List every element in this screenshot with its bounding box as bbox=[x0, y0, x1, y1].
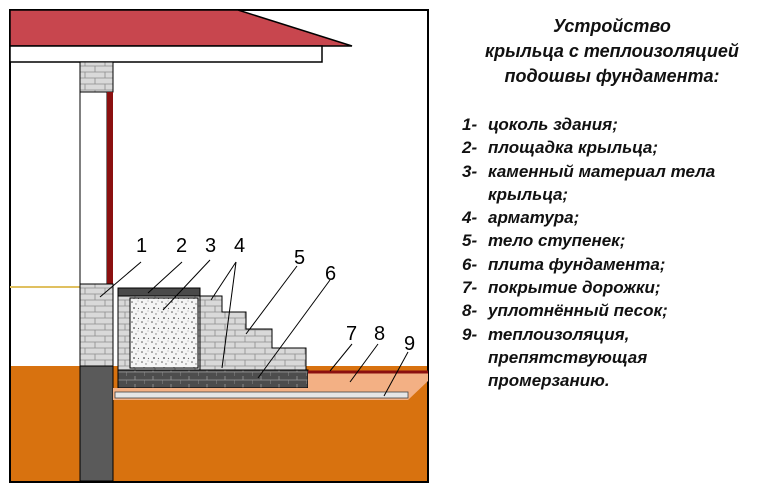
item-number: 6- bbox=[462, 254, 478, 274]
callout-5: 5 bbox=[294, 247, 305, 269]
legend-item: 2- площадка крыльца; bbox=[462, 136, 772, 159]
porch-fill bbox=[129, 297, 199, 369]
column bbox=[79, 91, 108, 285]
item-text: плита фундамента; bbox=[488, 254, 666, 274]
plinth bbox=[79, 283, 114, 367]
legend-item: 4- арматура; bbox=[462, 206, 772, 229]
legend-item: 5- тело ступенек; bbox=[462, 229, 772, 252]
column-top bbox=[79, 61, 114, 93]
title-line: Устройство bbox=[553, 16, 671, 36]
callout-3: 3 bbox=[205, 235, 216, 257]
item-text: теплоизоляция, bbox=[488, 324, 630, 344]
legend-item: 3- каменный материал тела крыльца; bbox=[462, 160, 772, 207]
legend-item: 1- цоколь здания; bbox=[462, 113, 772, 136]
item-number: 9- bbox=[462, 324, 478, 344]
item-number: 3- bbox=[462, 161, 478, 181]
callout-9: 9 bbox=[404, 333, 415, 355]
item-text: тело ступенек; bbox=[488, 231, 626, 251]
legend-item: 7- покрытие дорожки; bbox=[462, 276, 772, 299]
item-number: 5- bbox=[462, 231, 478, 251]
callout-4: 4 bbox=[234, 235, 245, 257]
porch-platform bbox=[117, 287, 201, 297]
leader-lines bbox=[99, 259, 409, 397]
eave bbox=[9, 45, 323, 63]
item-text: каменный материал тела bbox=[488, 161, 716, 181]
insulation-layer bbox=[114, 391, 409, 399]
title-line: крыльца с теплоизоляцией bbox=[485, 41, 739, 61]
legend-item: 9- теплоизоляция, препятствующая промерз… bbox=[462, 323, 772, 393]
item-text: покрытие дорожки; bbox=[488, 278, 661, 298]
item-number: 1- bbox=[462, 115, 478, 134]
porch-diagram: 1 2 3 4 5 6 7 8 9 bbox=[9, 9, 429, 483]
item-text: препятствующая bbox=[488, 347, 648, 367]
legend-item: 6- плита фундамента; bbox=[462, 253, 772, 276]
callout-1: 1 bbox=[136, 235, 147, 257]
foundation-wall bbox=[79, 365, 114, 482]
callout-8: 8 bbox=[374, 323, 385, 345]
title-line: подошвы фундамента: bbox=[504, 66, 720, 86]
item-number: 8- bbox=[462, 301, 478, 321]
legend-title: Устройство крыльца с теплоизоляцией подо… bbox=[462, 14, 762, 89]
item-text: крыльца; bbox=[488, 184, 569, 204]
item-text: промерзанию. bbox=[488, 371, 610, 391]
item-text: арматура; bbox=[488, 208, 580, 228]
item-number: 4- bbox=[462, 208, 478, 228]
item-text: площадка крыльца; bbox=[488, 138, 659, 158]
roof bbox=[9, 9, 353, 47]
item-number: 2- bbox=[462, 138, 478, 158]
column-accent bbox=[107, 92, 113, 284]
callout-7: 7 bbox=[346, 323, 357, 345]
callout-6: 6 bbox=[325, 263, 336, 285]
item-text: уплотнённый песок; bbox=[488, 301, 668, 321]
callout-2: 2 bbox=[176, 235, 187, 257]
legend: Устройство крыльца с теплоизоляцией подо… bbox=[462, 14, 772, 393]
foundation-slab bbox=[117, 369, 309, 389]
item-number: 7- bbox=[462, 278, 478, 298]
legend-items: 1- цоколь здания; 2- площадка крыльца; 3… bbox=[462, 113, 772, 393]
item-text: цоколь здания; bbox=[488, 115, 618, 134]
legend-item: 8- уплотнённый песок; bbox=[462, 299, 772, 322]
